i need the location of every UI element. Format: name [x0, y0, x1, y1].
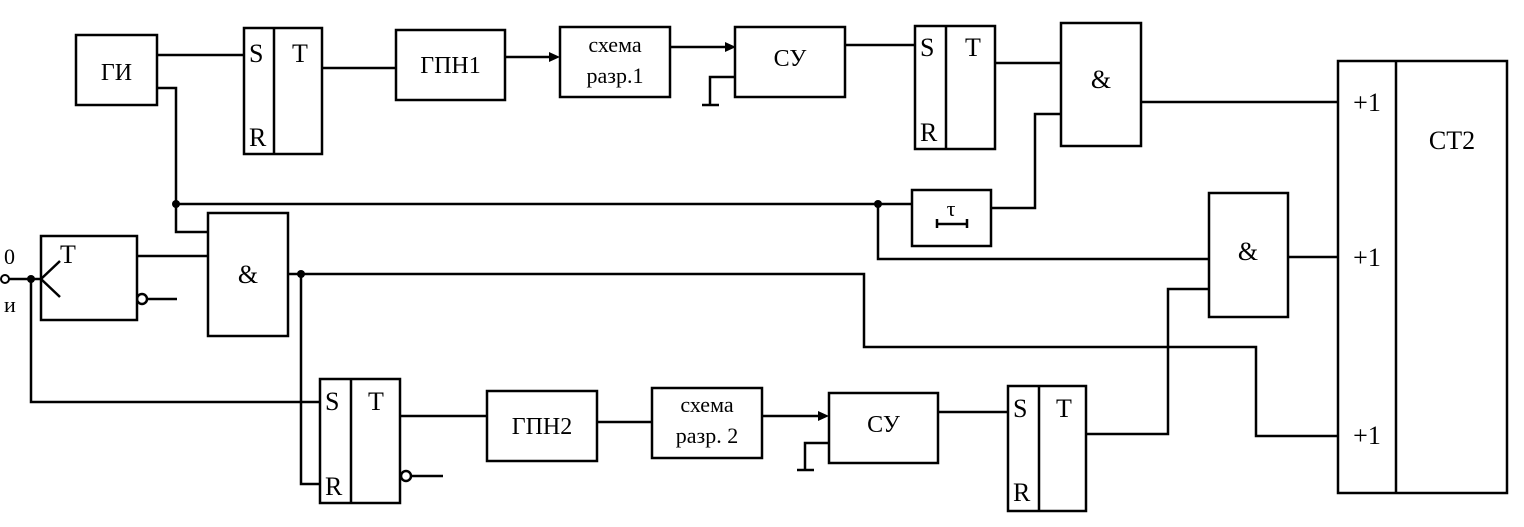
input-terminal[interactable]	[0, 274, 10, 284]
pin-r-ff4: R	[1013, 478, 1031, 507]
pin-s-ff2: S	[325, 387, 339, 416]
counter-input-3: +1	[1353, 421, 1381, 450]
counter-ct2	[1336, 59, 1509, 495]
pin-r-ff3: R	[920, 118, 938, 147]
input-flipflop-clock-mark	[40, 260, 61, 298]
pin-t-ff3: T	[965, 33, 981, 62]
wire-ff4-to-and2	[1086, 287, 1209, 436]
label-ct2: СТ2	[1429, 126, 1475, 155]
counter-input-1: +1	[1353, 88, 1381, 117]
pin-s-ff3: S	[920, 33, 934, 62]
pin-t-ff4: T	[1056, 394, 1072, 423]
pin-s-ff4: S	[1013, 394, 1027, 423]
block-gi	[74, 33, 159, 107]
tau-symbol	[935, 219, 969, 228]
wire-su1-ground	[702, 75, 735, 107]
wire-bus-to-and2	[876, 204, 1209, 261]
label-gi: ГИ	[101, 60, 132, 86]
block-tau-delay	[910, 188, 993, 248]
flipflop-2	[318, 377, 402, 505]
pin-t-ff2: T	[368, 387, 384, 416]
block-shema-razr2	[650, 386, 764, 460]
and-gate-2	[1207, 191, 1290, 319]
block-shema-razr1	[558, 25, 672, 99]
label-gpn2: ГПН2	[512, 414, 573, 440]
label-and-1: &	[1091, 65, 1111, 94]
flipflop-1	[242, 26, 324, 156]
block-gpn2	[485, 389, 599, 463]
label-shema-1: схема	[588, 32, 641, 57]
label-su1: СУ	[774, 46, 807, 72]
pin-r-ff2: R	[325, 472, 343, 501]
label-su2: СУ	[867, 412, 900, 438]
junction-dot-bus-right	[874, 200, 882, 208]
pin-s-ff1: S	[249, 39, 263, 68]
block-su2	[827, 391, 940, 465]
label-shema-2: схема	[680, 392, 733, 417]
wire-tau-to-and1	[991, 112, 1061, 210]
arrowhead-shema1	[549, 52, 560, 62]
pin-t-input-ff: T	[60, 240, 76, 269]
arrowhead-su1	[725, 42, 736, 52]
block-su1	[733, 25, 847, 99]
wire-and0-to-ff2-reset	[299, 274, 320, 486]
flipflop-4	[1006, 384, 1088, 513]
arrowhead-su2	[818, 411, 829, 421]
wire-gi-bus-down	[157, 86, 208, 234]
label-razr1: разр.1	[587, 63, 644, 88]
pin-r-ff1: R	[249, 123, 267, 152]
label-and-main: &	[238, 260, 258, 289]
wire-su2-ground	[797, 441, 829, 472]
counter-input-2: +1	[1353, 243, 1381, 272]
and-gate-main	[206, 211, 290, 338]
junction-dot-and0-out	[297, 270, 305, 278]
input-label-i: и	[4, 292, 16, 317]
junction-dot-bus-left	[172, 200, 180, 208]
inverter-bubble-ff2	[399, 469, 413, 483]
pin-t-ff1: T	[292, 39, 308, 68]
inverter-bubble-fft	[135, 292, 149, 306]
label-and-2: &	[1238, 237, 1258, 266]
junction-dot-input	[27, 275, 35, 283]
and-gate-1	[1059, 21, 1143, 148]
label-razr2: разр. 2	[676, 423, 738, 448]
flipflop-3	[913, 24, 997, 151]
label-tau: τ	[947, 196, 956, 221]
input-flipflop-t	[39, 234, 139, 322]
input-label-zero: 0	[4, 244, 15, 269]
block-gpn1	[394, 28, 507, 102]
label-gpn1: ГПН1	[420, 53, 481, 79]
wire-input-feedback	[29, 279, 320, 404]
wire-and0-to-loop	[288, 272, 1338, 438]
